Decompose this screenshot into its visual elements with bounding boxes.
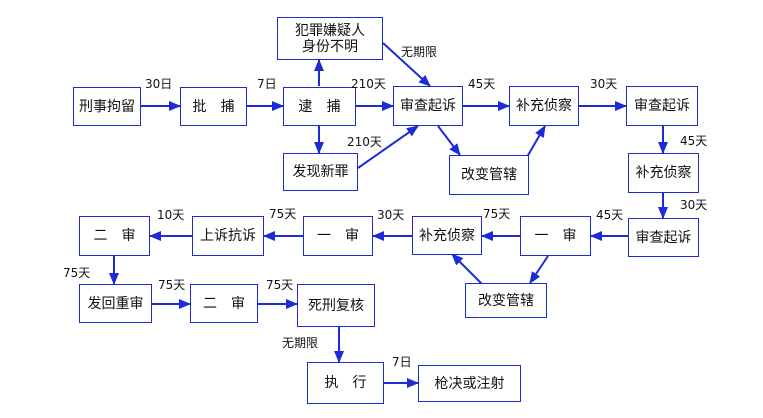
arrow-gaibian1-to-buchong1 (526, 125, 546, 158)
label-210tian-1: 210天 (351, 77, 386, 91)
label-wuqixian-1: 无期限 (401, 45, 438, 59)
label-wuqixian-2: 无期限 (282, 336, 319, 350)
node-zhixing: 执 行 (307, 362, 384, 404)
node-gaibian-guanxia-1: 改变管辖 (449, 155, 529, 195)
node-buchong-zhencha-1: 补充侦察 (509, 86, 579, 126)
arrow-xinzui-to-shencha1 (357, 125, 419, 169)
node-yishen-1: 一 审 (520, 216, 591, 256)
label-10tian: 10天 (157, 208, 185, 222)
label-75tian-3: 75天 (63, 266, 91, 280)
label-45tian-1: 45天 (468, 77, 496, 91)
node-shencha-qisu-2: 审查起诉 (626, 86, 698, 126)
label-75tian-4: 75天 (158, 278, 186, 292)
label-75tian-2: 75天 (269, 207, 297, 221)
node-fahui-chongshen: 发回重审 (79, 284, 152, 323)
node-buchong-zhencha-3: 补充侦察 (412, 216, 482, 255)
node-buchong-zhencha-2: 补充侦察 (628, 153, 699, 193)
node-ershen-1: 二 审 (79, 216, 150, 256)
label-7ri-2: 7日 (392, 355, 412, 369)
node-yishen-2: 一 审 (303, 216, 373, 256)
node-daibu: 逮 捕 (283, 87, 356, 126)
label-30tian-3: 30天 (377, 208, 405, 222)
node-shencha-qisu-1: 审查起诉 (393, 86, 463, 126)
label-7ri-1: 7日 (257, 77, 277, 91)
label-45tian-2: 45天 (680, 134, 708, 148)
arrow-xianyiren-to-shencha1 (382, 42, 431, 87)
label-75tian-1: 75天 (483, 207, 511, 221)
arrow-yishen1-to-gaibian2 (529, 255, 549, 284)
label-30tian-2: 30天 (680, 198, 708, 212)
arrow-shencha1-to-gaibian1 (437, 125, 461, 156)
label-30ri: 30日 (145, 77, 173, 91)
node-gaibian-guanxia-2: 改变管辖 (465, 283, 547, 318)
label-30tian-1: 30天 (590, 77, 618, 91)
arrow-gaibian2-to-buchong3 (451, 253, 483, 285)
node-sixing-fuhe: 死刑复核 (297, 284, 375, 327)
node-faxian-xinzui: 发现新罪 (283, 153, 358, 191)
node-qiangjue-huo-zhushe: 枪决或注射 (418, 365, 521, 402)
label-45tian-3: 45天 (596, 208, 624, 222)
node-xingshi-juliu: 刑事拘留 (73, 87, 141, 126)
label-75tian-5: 75天 (266, 278, 294, 292)
node-pibu: 批 捕 (180, 87, 247, 126)
node-shangsu-kangsu: 上诉抗诉 (192, 216, 264, 256)
node-xianyiren-shenfen-buming: 犯罪嫌疑人 身份不明 (277, 17, 383, 60)
label-210tian-2: 210天 (347, 135, 382, 149)
node-shencha-qisu-3: 审查起诉 (628, 218, 699, 257)
node-ershen-2: 二 审 (190, 284, 258, 323)
